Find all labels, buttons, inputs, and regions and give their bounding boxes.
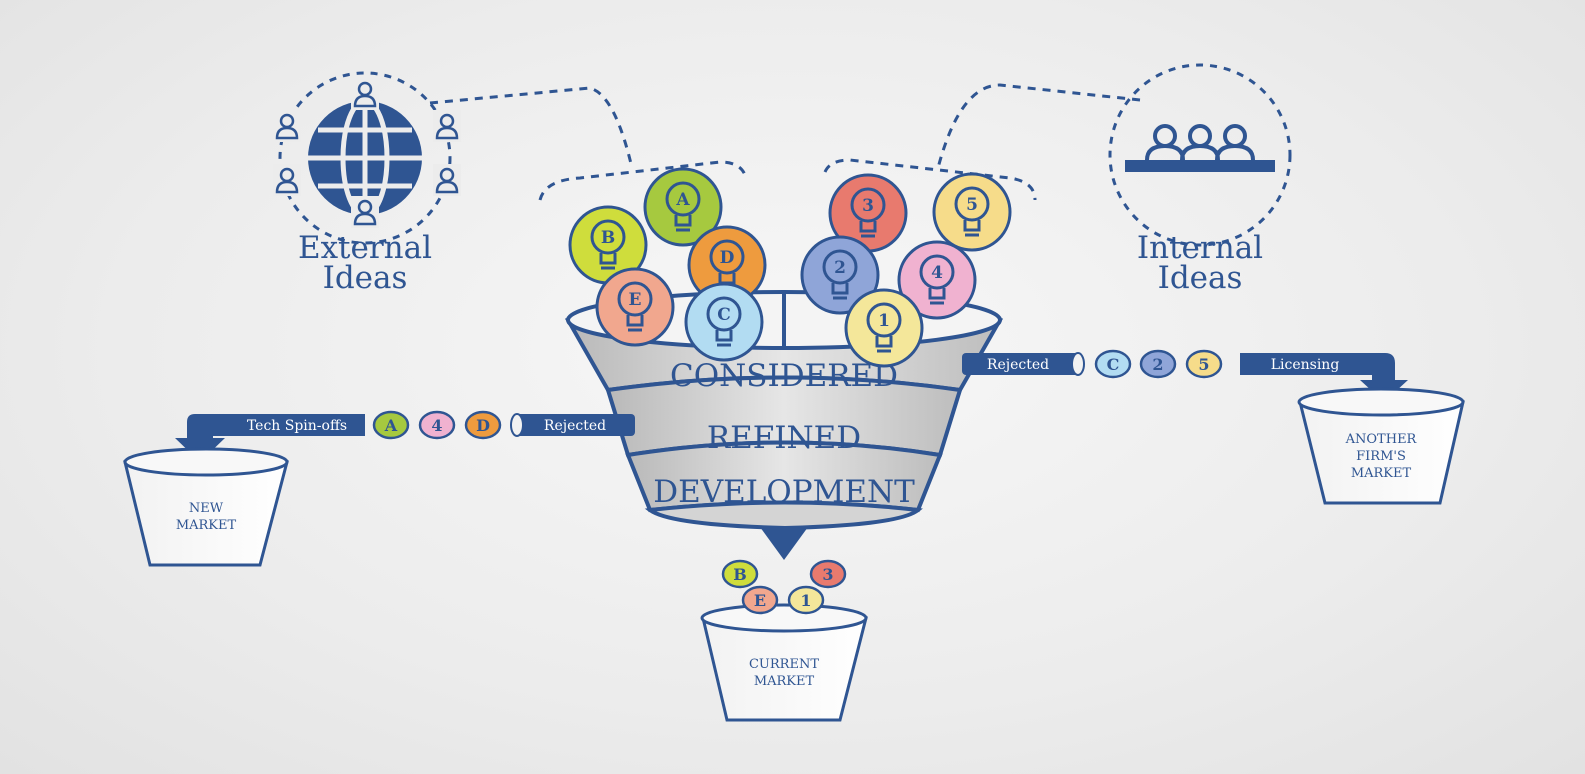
person-icon	[351, 196, 379, 228]
funnel-bottom	[644, 500, 923, 531]
idea-bulbs: A B D E C 3 5 2 4 1	[568, 167, 1012, 368]
selected-ideas: B 3E 1	[721, 559, 847, 615]
person-icon	[273, 164, 301, 196]
idea-bulb: 2	[800, 235, 880, 315]
idea-token-label: B	[733, 565, 747, 584]
current-market-line2: MARKET	[754, 674, 815, 689]
tech-spinoffs-arrow	[175, 414, 365, 462]
idea-token: 1	[787, 585, 825, 615]
funnel-label-refined: REFINED	[707, 420, 861, 456]
external-ideas-group: External Ideas	[273, 71, 461, 296]
left-rejected-pipe	[515, 414, 635, 436]
idea-token: D	[464, 410, 502, 440]
person-icon	[351, 78, 379, 110]
funnel-label-considered: CONSIDERED	[670, 358, 898, 394]
idea-token-label: 2	[1152, 355, 1163, 374]
idea-token: A	[372, 410, 410, 440]
idea-bulb: D	[687, 225, 767, 305]
left-pipe-opening	[510, 413, 524, 437]
external-ideas-label-line2: Ideas	[323, 260, 408, 296]
idea-bulb-label: 5	[966, 195, 978, 215]
idea-bulb: 3	[828, 173, 908, 253]
idea-token-label: 5	[1198, 355, 1209, 374]
idea-token-label: 3	[822, 565, 833, 584]
licensing-arrow	[1240, 353, 1408, 402]
idea-token-label: 1	[800, 591, 811, 610]
another-market-line2: FIRM'S	[1356, 449, 1406, 464]
new-market-line1: NEW	[189, 501, 224, 516]
idea-bulb-label: 1	[878, 311, 890, 331]
current-market-bucket: CURRENT MARKET	[700, 603, 868, 722]
idea-token: 5	[1185, 349, 1223, 379]
dashed-connectors	[429, 83, 1141, 201]
tech-spinoffs-label: Tech Spin-offs	[247, 418, 347, 434]
internal-ideas-label-line1: Internal	[1137, 230, 1263, 266]
idea-bulb-label: C	[717, 305, 731, 325]
right-pipe-opening	[1071, 352, 1085, 376]
left-rejected-label: Rejected	[544, 418, 606, 434]
left-flow: Rejected Tech Spin-offs A 4 D	[175, 410, 635, 462]
idea-bulb-label: 3	[862, 196, 874, 216]
idea-bulb-label: 2	[834, 258, 846, 278]
another-market-line3: MARKET	[1351, 466, 1412, 481]
new-market-line2: MARKET	[176, 518, 237, 533]
people-icons	[273, 78, 461, 228]
external-ideas-label-line1: External	[298, 230, 432, 266]
internal-ideas-label-line2: Ideas	[1158, 260, 1243, 296]
current-market-line1: CURRENT	[749, 657, 819, 672]
idea-bulb-label: D	[720, 248, 735, 268]
idea-bulb: 1	[844, 288, 924, 368]
idea-bulb: 4	[897, 240, 977, 320]
funnel-spout	[760, 527, 808, 560]
person-icon	[433, 110, 461, 142]
idea-token-label: 4	[431, 416, 442, 435]
person-icon	[273, 110, 301, 142]
idea-bulb-label: B	[601, 228, 615, 248]
idea-token-label: C	[1107, 355, 1120, 374]
idea-bulb: 5	[932, 172, 1012, 252]
idea-bulb: A	[643, 167, 723, 247]
idea-token-label: E	[754, 591, 766, 610]
idea-bulb: C	[684, 282, 764, 362]
right-flow: Rejected Licensing C 2 5	[962, 349, 1408, 402]
right-rejected-label: Rejected	[987, 357, 1049, 373]
idea-token: B	[721, 559, 759, 589]
idea-token: 4	[418, 410, 456, 440]
person-icon	[433, 164, 461, 196]
idea-token-label: A	[384, 416, 398, 435]
another-firms-market-bucket: ANOTHER FIRM'S MARKET	[1297, 387, 1465, 505]
funnel-label-development: DEVELOPMENT	[653, 474, 915, 510]
internal-bracket-line	[823, 158, 1037, 201]
right-rejected-pipe	[962, 353, 1080, 375]
external-bracket-line	[538, 160, 747, 201]
idea-bulb: B	[568, 205, 648, 285]
left-rejected-ideas: A 4 D	[372, 410, 502, 440]
idea-bulb-label: A	[675, 190, 690, 210]
idea-bulb: E	[595, 267, 675, 347]
idea-token: 2	[1139, 349, 1177, 379]
idea-token: C	[1094, 349, 1132, 379]
new-market-bucket: NEW MARKET	[123, 447, 289, 567]
external-ideas-dashed-ring	[278, 71, 452, 245]
another-market-line1: ANOTHER	[1345, 432, 1418, 447]
licensing-label: Licensing	[1271, 357, 1340, 373]
internal-ideas-group: Internal Ideas	[1108, 63, 1292, 296]
idea-token: E	[741, 585, 779, 615]
idea-bulb-label: 4	[931, 263, 943, 283]
idea-token-label: D	[476, 416, 490, 435]
right-rejected-ideas: C 2 5	[1094, 349, 1223, 379]
team-meeting-icon	[1125, 124, 1275, 172]
internal-connector-line	[936, 83, 1141, 169]
idea-token: 3	[809, 559, 847, 589]
idea-bulb-label: E	[629, 290, 642, 310]
internal-ideas-dashed-ring	[1108, 63, 1292, 247]
